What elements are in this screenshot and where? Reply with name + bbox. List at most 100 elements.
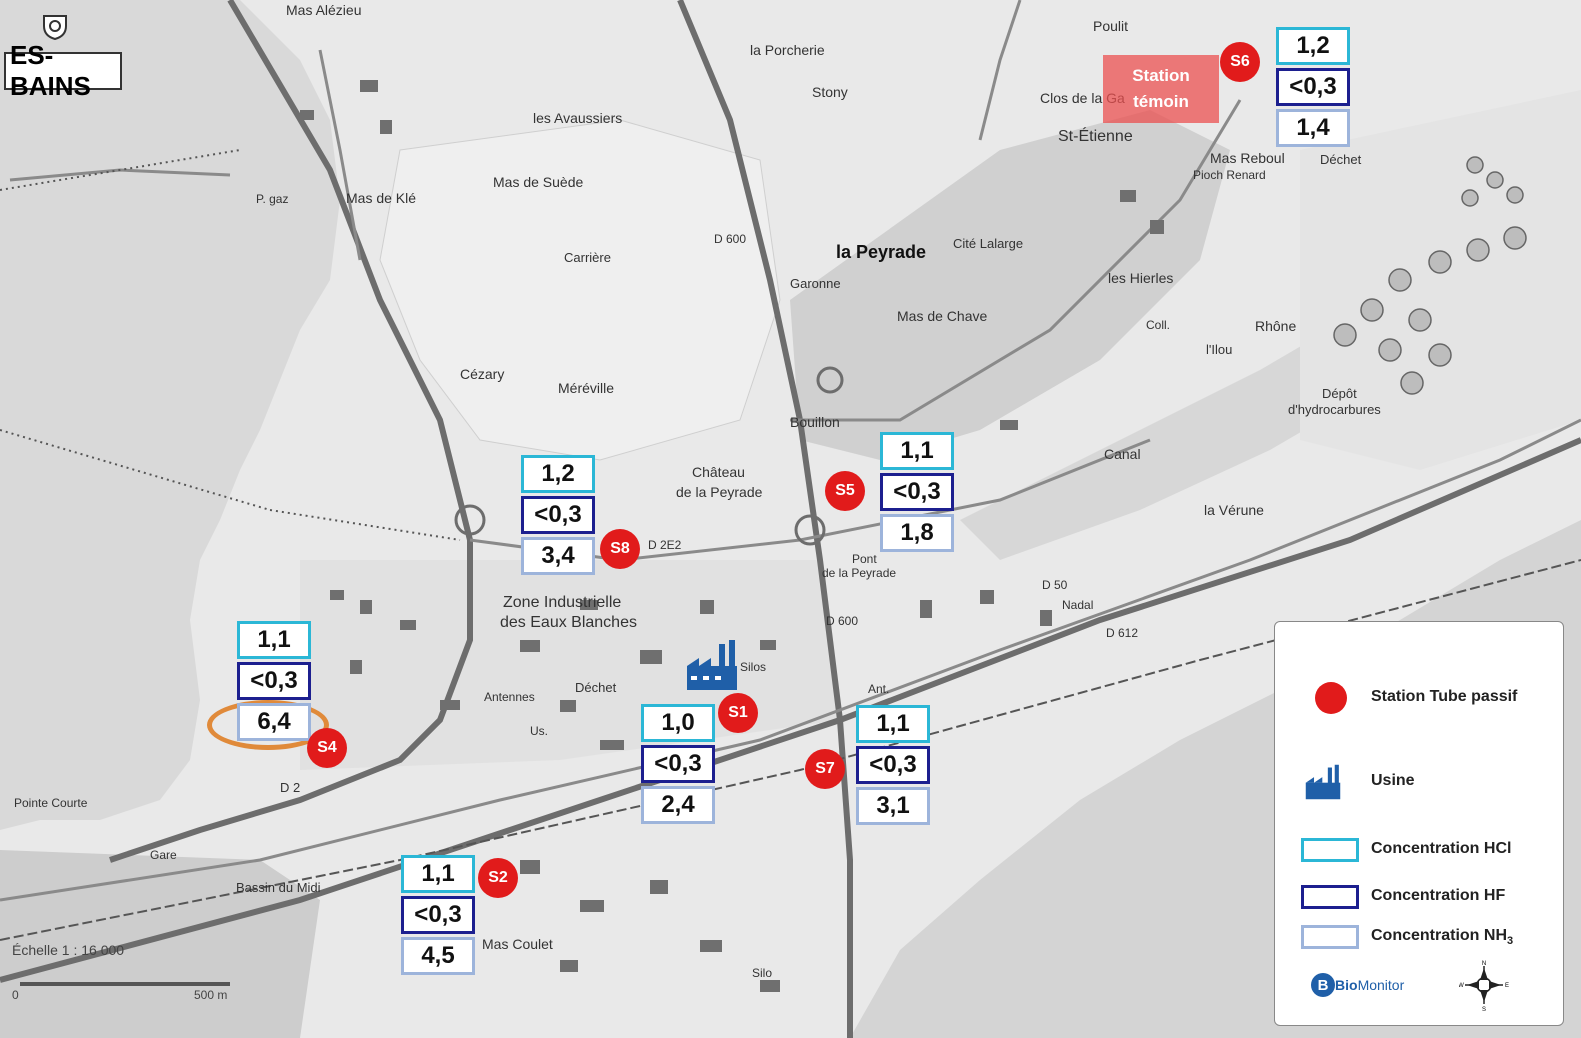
legend: Station Tube passif Usine Concentration …	[1274, 621, 1564, 1026]
place-label-cezary: Cézary	[460, 366, 505, 382]
legend-nh3-prefix: Concentration NH	[1371, 927, 1507, 944]
station-s6-nh3-value: 1,4	[1276, 109, 1350, 147]
legend-hcl-label: Concentration HCl	[1371, 840, 1512, 857]
legend-nh3-label: Concentration NH3	[1371, 927, 1513, 947]
station-temoin-label: Station témoin	[1103, 55, 1219, 123]
place-label-mas-de-kle: Mas de Klé	[346, 190, 417, 206]
place-label-poulit: Poulit	[1093, 18, 1129, 34]
place-label-rhone: Rhône	[1255, 318, 1297, 334]
roundabout	[794, 514, 826, 546]
place-label-coll: Coll.	[1146, 318, 1171, 332]
legend-row-hcl: Concentration HCl	[1275, 830, 1563, 870]
brand-monitor: Monitor	[1357, 977, 1405, 993]
boundary-line	[0, 149, 241, 191]
place-label-de-la-peyrade-2: de la Peyrade	[822, 566, 897, 580]
place-label-antennes: Antennes	[484, 690, 535, 704]
station-s6-hf-value: <0,3	[1276, 68, 1350, 106]
highlight-ellipse	[207, 700, 329, 750]
biomonitor-b-icon: B	[1311, 973, 1335, 997]
place-label-canal: Canal	[1104, 446, 1141, 462]
station-s2-hf-value: <0,3	[401, 896, 475, 934]
station-s2-hcl-value: 1,1	[401, 855, 475, 893]
station-marker-s1[interactable]: S1	[718, 693, 758, 733]
place-label-d50: D 50	[1042, 578, 1068, 592]
factory-icon	[687, 640, 737, 690]
place-label-ilou: l'Ilou	[1206, 342, 1233, 357]
station-marker-s7[interactable]: S7	[805, 749, 845, 789]
station-marker-s5[interactable]: S5	[825, 471, 865, 511]
compass-rose-icon: N S E W	[1459, 961, 1509, 1012]
station-s7-hf-value: <0,3	[856, 746, 930, 784]
place-label-bassin-du-midi: Bassin du Midi	[236, 880, 321, 895]
place-label-us: Us.	[530, 724, 548, 738]
place-label-carriere: Carrière	[564, 250, 611, 265]
factory-legend-icon	[1305, 764, 1341, 800]
place-label-hydrocarbures: d'hydrocarbures	[1288, 402, 1381, 417]
compass-s: S	[1482, 1007, 1486, 1012]
station-s5-nh3-value: 1,8	[880, 514, 954, 552]
place-label-mas-coulet: Mas Coulet	[482, 936, 553, 952]
place-label-cite-lalarge: Cité Lalarge	[953, 236, 1024, 251]
place-label-la-peyrade: la Peyrade	[836, 242, 927, 262]
industrial-buildings	[300, 80, 1164, 992]
place-label-mereville: Méréville	[558, 380, 615, 396]
temoin-line1: Station	[1132, 66, 1190, 85]
place-label-pointe-courte: Pointe Courte	[14, 796, 88, 810]
station-dot-icon	[1315, 682, 1347, 714]
station-marker-s6[interactable]: S6	[1220, 42, 1260, 82]
town-crest-icon	[43, 15, 67, 40]
station-s8-hcl-value: 1,2	[521, 455, 595, 493]
place-label-mas-alezieu: Mas Alézieu	[286, 2, 362, 18]
legend-nh3-sub: 3	[1507, 935, 1514, 948]
station-s4-nh3-value: 6,4	[237, 703, 311, 741]
place-label-mas-reboul: Mas Reboul	[1210, 150, 1285, 166]
place-label-bouillon: Bouillon	[790, 414, 840, 430]
place-label-dechet-1: Déchet	[1320, 152, 1362, 167]
station-s1-hf-value: <0,3	[641, 745, 715, 783]
legend-row-hf: Concentration HF	[1275, 877, 1563, 917]
place-label-st-etienne: St-Étienne	[1058, 128, 1133, 145]
station-s6-hcl-value: 1,2	[1276, 27, 1350, 65]
place-label-d600-2: D 600	[826, 614, 859, 628]
place-label-gare: Gare	[150, 848, 177, 862]
scale-bar: Échelle 1 : 16 000 0 500 m	[8, 942, 248, 1002]
station-s1-hcl-value: 1,0	[641, 704, 715, 742]
legend-hf-label: Concentration HF	[1371, 887, 1506, 904]
place-label-les-hierles: les Hierles	[1108, 270, 1174, 286]
canal-rhone	[960, 170, 1581, 560]
station-s7-hcl-value: 1,1	[856, 705, 930, 743]
station-marker-s4[interactable]: S4	[307, 728, 347, 768]
place-label-d600-1: D 600	[714, 232, 747, 246]
place-label-zone-ind-2: des Eaux Blanches	[500, 614, 637, 631]
scale-text: Échelle 1 : 16 000	[12, 942, 125, 958]
station-s4-hcl-value: 1,1	[237, 621, 311, 659]
station-s4-hf-value: <0,3	[237, 662, 311, 700]
hcl-swatch	[1301, 838, 1359, 862]
station-marker-s8[interactable]: S8	[600, 529, 640, 569]
place-label-zone-ind-1: Zone Industrielle	[503, 594, 622, 611]
place-label-les-avaussiers: les Avaussiers	[533, 110, 623, 126]
place-label-la-verune: la Vérune	[1204, 502, 1264, 518]
legend-row-nh3: Concentration NH3	[1275, 917, 1563, 957]
station-s1-nh3-value: 2,4	[641, 786, 715, 824]
boundary-line	[0, 429, 271, 511]
urban-sete	[0, 850, 320, 1038]
legend-row-usine: Usine	[1275, 762, 1563, 802]
nh3-swatch	[1301, 925, 1359, 949]
fuel-tanks	[1333, 156, 1527, 395]
place-label-silos: Silos	[740, 660, 767, 674]
station-s8-nh3-value: 3,4	[521, 537, 595, 575]
place-label-stony: Stony	[812, 84, 848, 100]
compass-n: N	[1482, 961, 1486, 967]
place-label-chateau: Château	[692, 464, 745, 480]
station-marker-s2[interactable]: S2	[478, 858, 518, 898]
place-label-mas-de-chave: Mas de Chave	[897, 308, 988, 324]
brand-bio: Bio	[1335, 977, 1358, 993]
place-label-depot: Dépôt	[1322, 386, 1357, 401]
place-label-silo: Silo	[752, 966, 773, 980]
hf-swatch	[1301, 885, 1359, 909]
station-s5-hf-value: <0,3	[880, 473, 954, 511]
